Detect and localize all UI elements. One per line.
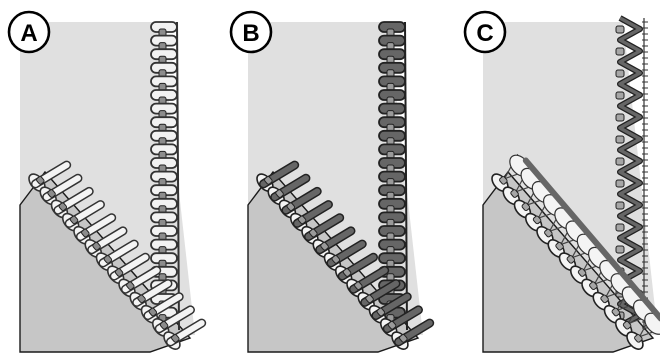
needle-thread: [616, 70, 624, 77]
badge-c: C: [465, 12, 505, 52]
needle-thread: [616, 158, 624, 165]
needle-thread: [616, 48, 624, 55]
panel-a: [20, 22, 202, 352]
needle-thread: [616, 246, 624, 253]
badge-b: B: [231, 12, 271, 52]
badge-b-label: B: [242, 20, 259, 47]
needle-thread: [616, 114, 624, 121]
badge-a: A: [9, 12, 49, 52]
needle-thread: [616, 136, 624, 143]
badge-a-label: A: [20, 20, 37, 47]
needle-thread: [616, 180, 624, 187]
needle-thread: [616, 26, 624, 33]
needle-thread: [616, 92, 624, 99]
needle-thread: [616, 224, 624, 231]
panel-b: [248, 22, 430, 352]
panel-c: [483, 18, 660, 352]
badge-c-label: C: [476, 20, 493, 47]
needle-thread: [616, 202, 624, 209]
